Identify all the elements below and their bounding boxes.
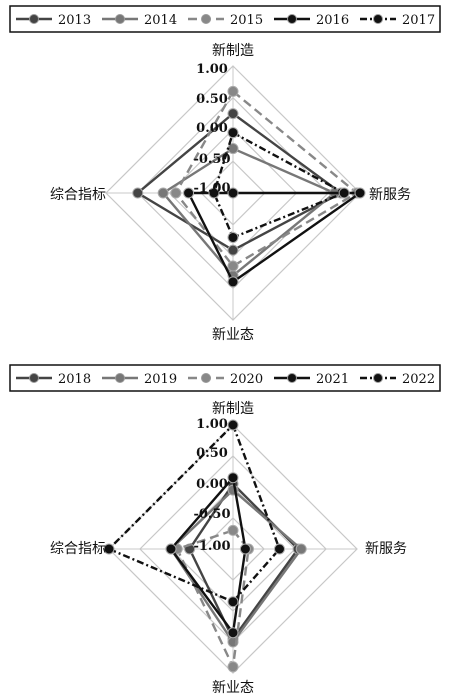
tick-label: -0.50 bbox=[193, 507, 230, 522]
legend-label-2019: 2019 bbox=[144, 372, 177, 387]
legend-label-2022: 2022 bbox=[402, 372, 435, 387]
point-2017-新业态 bbox=[227, 231, 239, 243]
axis-label-新服务: 新服务 bbox=[365, 541, 407, 557]
radar-chart-1: 2013 2014 2015 2016 2017 1.00 0.50 0.00 -0.50 -1.… bbox=[9, 5, 441, 343]
legend-box bbox=[9, 364, 441, 392]
tick-label: 0.00 bbox=[196, 477, 228, 492]
legend: 2013 2014 2015 2016 2017 bbox=[9, 5, 441, 33]
axis-label-新业态: 新业态 bbox=[212, 327, 254, 343]
legend-label-2014: 2014 bbox=[144, 13, 177, 28]
point-2015-新制造 bbox=[227, 85, 239, 97]
legend-marker-2018 bbox=[29, 373, 39, 383]
legend-label-2018: 2018 bbox=[58, 372, 91, 387]
point-2021-综合指标 bbox=[165, 543, 177, 555]
point-2017-综合指标 bbox=[208, 187, 220, 199]
series-2015 bbox=[170, 85, 363, 272]
legend-label-2013: 2013 bbox=[58, 13, 91, 28]
tick-label: 1.00 bbox=[196, 417, 228, 432]
point-2016-综合指标 bbox=[183, 187, 195, 199]
series-line-2022 bbox=[106, 422, 281, 604]
tick-label: 1.00 bbox=[196, 62, 228, 77]
series-line-2015 bbox=[174, 89, 359, 268]
point-2022-新服务 bbox=[274, 543, 285, 555]
tick-label: -0.50 bbox=[193, 152, 230, 167]
point-2013-新业态 bbox=[227, 244, 239, 256]
point-2015-综合指标 bbox=[170, 187, 182, 199]
legend-box bbox=[9, 5, 441, 33]
legend-label-2015: 2015 bbox=[230, 13, 263, 28]
series-2022 bbox=[103, 419, 285, 608]
point-2020-新制造 bbox=[227, 524, 239, 536]
point-2014-综合指标 bbox=[157, 187, 169, 199]
legend-marker-2020 bbox=[201, 373, 211, 383]
point-2021-新业态 bbox=[227, 627, 239, 639]
point-2016-新服务 bbox=[354, 187, 366, 199]
point-2021-新制造 bbox=[227, 472, 239, 484]
tick-label: 0.50 bbox=[196, 92, 228, 107]
legend-marker-2013 bbox=[29, 14, 39, 24]
legend-marker-2021 bbox=[287, 373, 297, 383]
point-2013-综合指标 bbox=[132, 187, 144, 199]
legend-marker-2016 bbox=[287, 14, 297, 24]
point-2016-新制造 bbox=[227, 187, 239, 199]
point-2017-新制造 bbox=[227, 127, 239, 139]
legend-marker-2014 bbox=[115, 14, 125, 24]
legend-label-2021: 2021 bbox=[316, 372, 349, 387]
point-2019-新服务 bbox=[295, 543, 307, 555]
point-2021-新服务 bbox=[239, 543, 251, 555]
point-2016-新业态 bbox=[227, 276, 239, 288]
series-2021 bbox=[165, 472, 251, 639]
radar-chart-2: 2018 2019 2020 2021 2022 1.00 0.50 0.00 -0.50 -1.… bbox=[9, 364, 441, 695]
point-2022-新制造 bbox=[227, 419, 239, 431]
legend-marker-2017 bbox=[373, 14, 383, 24]
series-2014 bbox=[157, 143, 341, 282]
legend-label-2016: 2016 bbox=[316, 13, 349, 28]
axis-label-新制造: 新制造 bbox=[212, 401, 254, 417]
legend-marker-2022 bbox=[373, 373, 383, 383]
tick-label: -1.00 bbox=[193, 539, 230, 554]
axis-label-综合指标: 综合指标 bbox=[50, 187, 106, 203]
series-2016 bbox=[183, 187, 366, 288]
tick-label: 0.00 bbox=[196, 121, 228, 136]
axis-label-新业态: 新业态 bbox=[212, 680, 254, 695]
legend-label-2020: 2020 bbox=[230, 372, 263, 387]
tick-label: 0.50 bbox=[196, 446, 228, 461]
axis-label-新制造: 新制造 bbox=[212, 43, 254, 59]
legend-marker-2019 bbox=[115, 373, 125, 383]
point-2022-综合指标 bbox=[103, 543, 115, 555]
point-2013-新制造 bbox=[227, 108, 239, 120]
legend-label-2017: 2017 bbox=[402, 13, 435, 28]
series-2013 bbox=[132, 108, 347, 256]
point-2017-新服务 bbox=[338, 187, 350, 199]
series-2017 bbox=[208, 127, 350, 243]
axis-label-新服务: 新服务 bbox=[369, 187, 411, 203]
tick-label: -1.00 bbox=[193, 181, 230, 196]
legend-marker-2015 bbox=[201, 14, 211, 24]
point-2022-新业态 bbox=[227, 596, 239, 608]
legend: 2018 2019 2020 2021 2022 bbox=[9, 364, 441, 392]
point-2015-新业态 bbox=[227, 260, 239, 272]
point-2020-新业态 bbox=[227, 661, 239, 673]
axis-label-综合指标: 综合指标 bbox=[50, 541, 106, 557]
